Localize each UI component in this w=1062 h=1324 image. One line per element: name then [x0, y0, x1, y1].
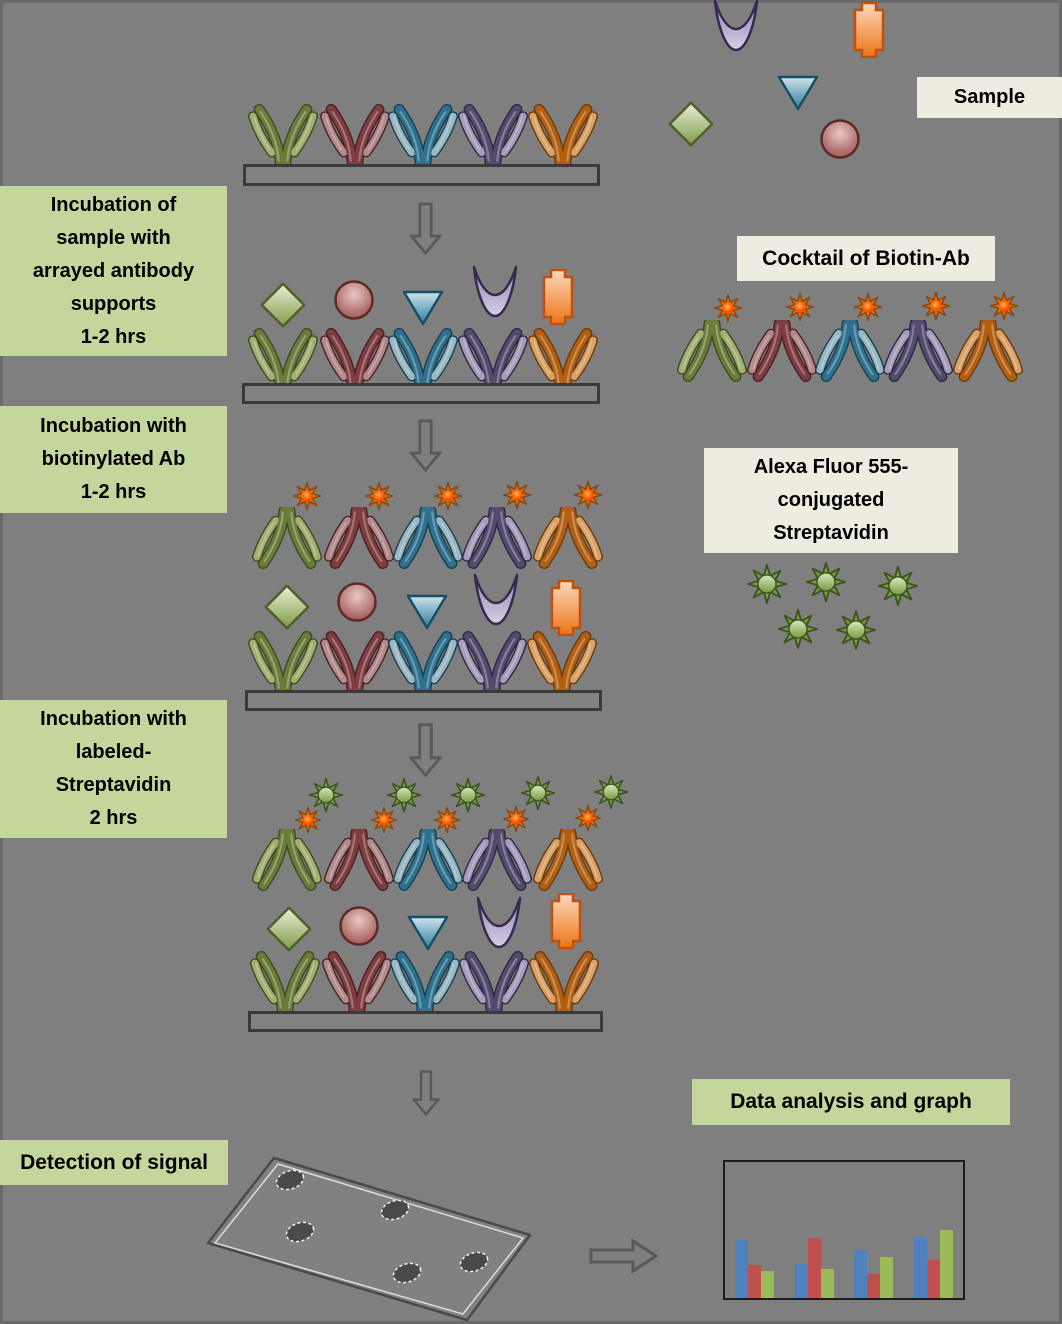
- bar-red-group-3: [867, 1273, 881, 1298]
- capture-antibody-green-icon: [250, 933, 320, 1013]
- capture-antibody-red-icon: [322, 933, 392, 1013]
- label-incubation-biotin-ab: Incubation with biotinylated Ab 1-2 hrs: [0, 406, 227, 513]
- right-arrow-icon: [589, 1237, 659, 1275]
- label-detection-of-signal: Detection of signal: [0, 1140, 228, 1185]
- array-support-bar: [248, 1011, 603, 1032]
- slide-spot: [459, 1251, 489, 1273]
- bar-green-group-3: [880, 1257, 894, 1298]
- bar-green-group-4: [939, 1230, 953, 1298]
- bar-blue-group-3: [854, 1250, 868, 1298]
- capture-antibody-purple-icon: [459, 933, 529, 1013]
- capture-antibody-orange-icon: [529, 933, 599, 1013]
- slide-spot: [380, 1199, 410, 1221]
- bar-red-group-4: [926, 1259, 940, 1298]
- array-support-bar: [245, 690, 602, 711]
- bar-group-group-4: [913, 1162, 953, 1298]
- bar-blue-group-2: [794, 1264, 808, 1298]
- bar-red-group-2: [807, 1238, 821, 1298]
- array-support-bar: [242, 383, 600, 404]
- bar-chart-plot: [723, 1160, 965, 1300]
- bar-green-group-1: [761, 1270, 774, 1298]
- array-support-bar: [243, 164, 600, 186]
- bar-group-group-1: [735, 1162, 774, 1298]
- label-sample: Sample: [917, 77, 1062, 118]
- label-incubation-sample: Incubation of sample with arrayed antibo…: [0, 186, 227, 356]
- label-alexa-fluor-streptavidin: Alexa Fluor 555- conjugated Streptavidin: [704, 448, 958, 553]
- bar-green-group-2: [820, 1269, 834, 1298]
- slide-spot: [392, 1262, 422, 1284]
- bar-group-group-2: [794, 1162, 834, 1298]
- bar-red-group-1: [748, 1265, 761, 1298]
- down-arrow-icon: [412, 1064, 440, 1122]
- slide-spot: [285, 1221, 315, 1243]
- capture-antibody-teal-icon: [390, 933, 460, 1013]
- detection-antibody-teal-icon: [393, 829, 463, 909]
- bar-blue-group-1: [735, 1239, 748, 1298]
- detection-antibody-red-icon: [324, 829, 394, 909]
- slide-spot: [275, 1169, 305, 1191]
- microarray-slide: [206, 1156, 532, 1322]
- label-data-analysis: Data analysis and graph: [692, 1079, 1010, 1125]
- biotin-star-icon: [574, 804, 602, 832]
- detection-antibody-green-icon: [252, 829, 322, 909]
- label-cocktail-biotin-ab: Cocktail of Biotin-Ab: [737, 236, 995, 281]
- bar-group-group-3: [854, 1162, 894, 1298]
- label-incubation-streptavidin: Incubation with labeled- Streptavidin 2 …: [0, 700, 227, 838]
- bar-blue-group-4: [913, 1236, 927, 1298]
